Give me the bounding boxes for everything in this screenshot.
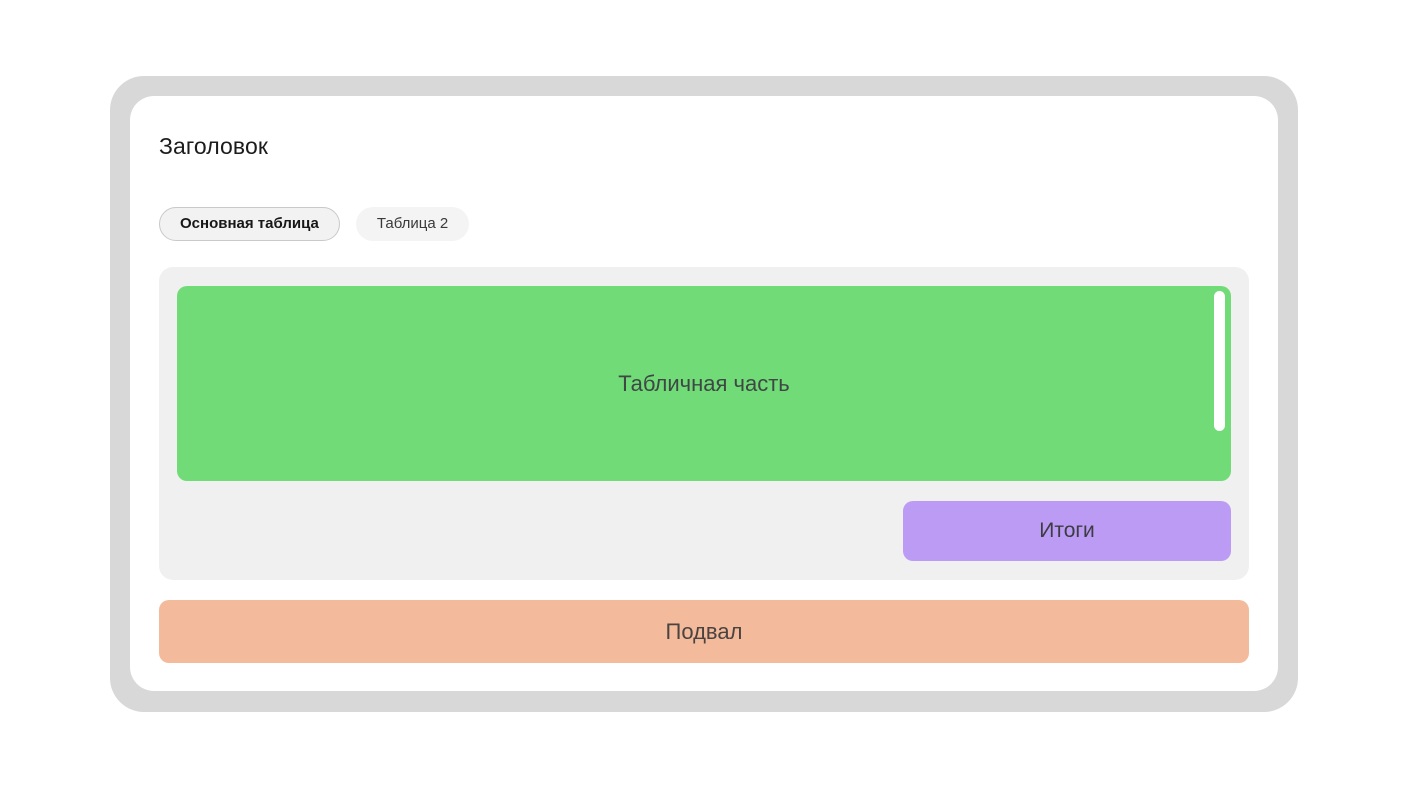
footer-label: Подвал [665,618,743,644]
tab-osnovnaya-tablica[interactable]: Основная таблица [159,207,340,241]
totals-button[interactable]: Итоги [903,501,1231,561]
footer-panel[interactable]: Подвал [159,600,1249,663]
table-body-area[interactable]: Табличная часть [177,286,1231,481]
tab-label: Таблица 2 [376,215,449,232]
table-section-container: Табличная часть Итоги [159,267,1249,580]
tab-bar: Основная таблица Таблица 2 [159,207,470,241]
app-window-frame: Заголовок Основная таблица Таблица 2 Таб… [110,76,1298,712]
vertical-scrollbar-thumb[interactable] [1214,291,1225,431]
page-title: Заголовок [159,133,269,159]
tab-label: Основная таблица [180,215,319,232]
totals-button-label: Итоги [1039,519,1095,542]
tab-tablica-2[interactable]: Таблица 2 [355,207,470,241]
form-card: Заголовок Основная таблица Таблица 2 Таб… [130,96,1278,691]
table-body-label: Табличная часть [618,370,790,396]
vertical-scrollbar[interactable] [1214,286,1225,481]
